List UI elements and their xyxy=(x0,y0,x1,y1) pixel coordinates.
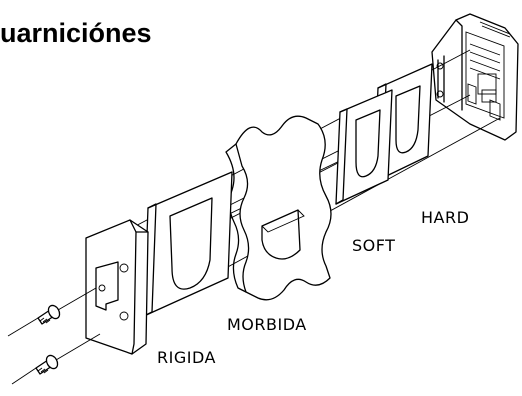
middle-plate xyxy=(143,171,233,317)
label-morbida: MORBIDA xyxy=(227,315,307,334)
screw-top xyxy=(7,304,61,337)
label-hard: HARD xyxy=(421,208,469,227)
label-rigida: RIGIDA xyxy=(157,348,216,367)
rigida-plate xyxy=(85,219,149,355)
label-soft: SOFT xyxy=(352,236,395,255)
diagram-title: uarniciónes xyxy=(0,18,152,48)
soft-plate xyxy=(335,89,393,205)
screw-guide-lines xyxy=(55,287,101,361)
screw-bottom xyxy=(11,354,59,385)
morbida-foam xyxy=(225,115,332,301)
device-housing xyxy=(431,13,519,141)
